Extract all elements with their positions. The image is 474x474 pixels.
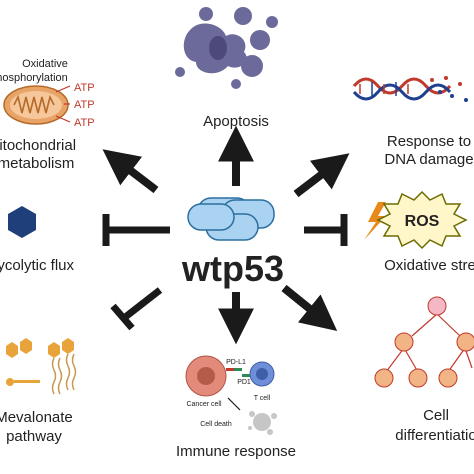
dna-helix-icon xyxy=(352,76,468,102)
cancer-cell-label: Cancer cell xyxy=(186,401,221,408)
arrow-differentiation xyxy=(281,284,338,332)
arrow-mitochondrial xyxy=(102,149,159,194)
immune-label: Immune response xyxy=(176,443,296,460)
mevalonate-lipid-icon xyxy=(6,338,77,395)
cell-death-label: Cell death xyxy=(200,421,232,428)
oxphos-line1: Oxidative xyxy=(22,58,68,70)
diff-line1: Cell xyxy=(423,407,449,424)
apoptosis-label: Apoptosis xyxy=(203,113,269,130)
center-label: wtp53 xyxy=(181,248,284,289)
arrow-dna-damage xyxy=(293,153,350,198)
apoptosis-cell-icon xyxy=(175,7,278,89)
mito-title-1: litochondrial xyxy=(0,137,76,154)
atp-1: ATP xyxy=(74,82,95,94)
wtp53-protein-icon xyxy=(187,197,275,241)
oxphos-line2: hosphorylation xyxy=(0,72,68,84)
dna-line1: Response to xyxy=(387,133,471,150)
differentiation-tree-icon xyxy=(374,296,474,388)
dead-cell-icon xyxy=(248,411,277,435)
mevalonate-line2: pathway xyxy=(6,428,62,445)
inhibitors xyxy=(102,214,348,331)
cancer-cell-icon xyxy=(185,355,227,397)
diff-line2: differentiatio xyxy=(395,427,474,444)
inhibit-mevalonate xyxy=(121,287,163,321)
t-cell-icon xyxy=(249,361,275,387)
oxidative-label: Oxidative stre xyxy=(384,257,474,274)
ros-label: ROS xyxy=(405,213,440,230)
lightning-icon xyxy=(364,202,386,240)
glucose-hexagon-icon xyxy=(8,206,36,238)
arrows xyxy=(102,125,350,345)
atp-3: ATP xyxy=(74,117,95,129)
atp-2: ATP xyxy=(74,99,95,111)
t-cell-label: T cell xyxy=(254,395,271,402)
mito-title-2: metabolism xyxy=(0,155,74,172)
pd-binding-icon xyxy=(226,368,250,377)
dna-line2: DNA damage xyxy=(384,151,473,168)
cell-death-arrow xyxy=(227,397,241,411)
atp-list xyxy=(55,85,71,123)
mitochondrion-icon xyxy=(3,85,69,125)
ros-burst-icon xyxy=(376,190,468,250)
pdl1-label: PD-L1 xyxy=(226,359,246,366)
mevalonate-line1: Mevalonate xyxy=(0,409,73,426)
pd1-label: PD1 xyxy=(237,379,251,386)
glyco-label: lycolytic flux xyxy=(0,257,75,274)
